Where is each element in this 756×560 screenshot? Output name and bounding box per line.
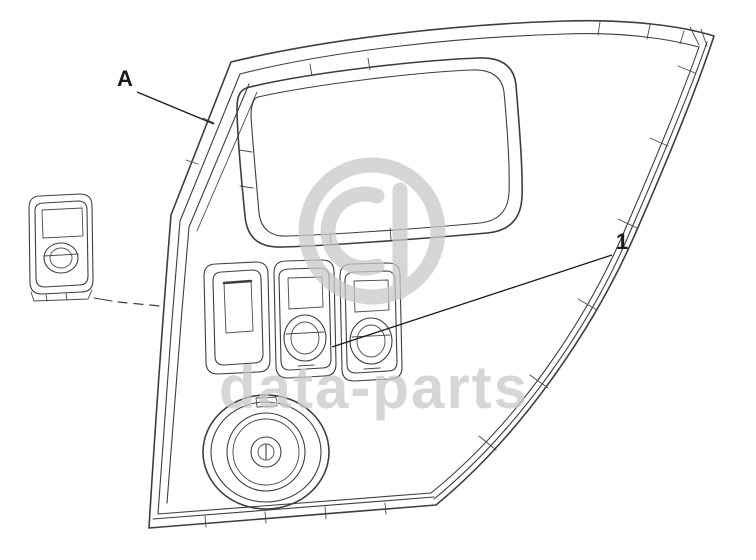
storage-opening — [236, 57, 523, 248]
diagonal-tick — [185, 159, 199, 165]
panel-bottom-inner-line — [152, 496, 435, 520]
rim-tick — [389, 227, 392, 241]
slot-recess — [223, 280, 254, 334]
callouts: A 1 — [117, 66, 628, 348]
ignition-ring — [226, 412, 306, 492]
logo-ring — [298, 157, 446, 305]
blank-switch-slot — [203, 261, 271, 375]
dashboard-side-panel — [148, 19, 715, 529]
panel-outer-edge — [148, 19, 715, 529]
ignition-top-tab — [255, 396, 278, 408]
callout-1: 1 — [331, 229, 628, 348]
opening-outer-rim — [236, 57, 523, 248]
switch-outer — [28, 193, 94, 295]
pillar-tip-facet — [689, 26, 700, 46]
panel-inner-contour — [157, 33, 700, 515]
diagonal-tick — [202, 117, 215, 124]
band-tick — [679, 30, 685, 45]
band-tick — [577, 298, 598, 311]
switch-outer — [273, 259, 337, 379]
bottom-tick — [324, 506, 327, 520]
ignition-switch — [202, 394, 330, 510]
rocker-button — [43, 242, 79, 274]
connector-dashed — [117, 301, 161, 307]
switch-inner — [34, 200, 89, 288]
rocker-button-inner — [49, 247, 73, 269]
detached-rocker-switch — [28, 193, 94, 302]
switch-bottom-notch — [363, 367, 381, 370]
band-tick — [597, 21, 601, 36]
base-tick — [65, 292, 68, 301]
band-tick — [677, 65, 696, 74]
panel-left-contour — [166, 83, 250, 504]
rim-tick — [238, 149, 253, 153]
band-tick — [529, 374, 549, 389]
key-cylinder — [250, 436, 282, 468]
switch-bottom-notch — [297, 364, 315, 367]
rim-tick — [367, 57, 371, 71]
rim-tick — [239, 185, 254, 189]
pillar-tip-facet-2 — [700, 28, 708, 47]
logo-c-shape — [320, 186, 385, 276]
rocker-pivot-line — [285, 331, 325, 335]
ignition-ring-inner — [232, 418, 300, 486]
line-art — [28, 19, 715, 529]
callout-1-label: 1 — [616, 229, 628, 254]
base-tick — [45, 293, 48, 302]
rim-tick — [309, 63, 313, 77]
ignition-bezel-outer — [202, 394, 330, 510]
key-cylinder-core — [257, 443, 275, 461]
callout-A: A — [117, 66, 215, 125]
watermark-logo-icon — [298, 157, 446, 305]
slot-inner — [212, 269, 264, 366]
band-tick — [478, 435, 497, 451]
pillar-middle-line — [433, 41, 708, 500]
rocker-button-inner — [356, 324, 386, 358]
opening-inner-rim — [250, 69, 510, 237]
switch-top-recess — [41, 207, 84, 239]
bottom-tick — [384, 502, 387, 515]
rocker-pivot-line — [351, 334, 391, 338]
band-tick — [617, 218, 638, 229]
callout-A-label: A — [117, 66, 133, 91]
callout-1-leader-line — [331, 254, 613, 348]
slot-outer — [203, 261, 271, 375]
switch-top-recess — [287, 276, 324, 310]
callout-A-leader-line — [136, 91, 215, 125]
band-tick — [646, 24, 651, 40]
ignition-bezel-inner — [210, 401, 322, 503]
rocker-pivot-line — [43, 253, 79, 257]
connector-solid — [93, 297, 113, 302]
rocker-switch-middle — [273, 259, 337, 379]
bottom-tick — [204, 515, 207, 528]
band-tick — [649, 137, 669, 147]
panel-left-contour-2 — [196, 91, 258, 232]
switch-base — [30, 289, 93, 302]
rocker-button-inner — [290, 321, 320, 355]
slot-recess-top — [222, 279, 253, 285]
watermark-text: data-parts — [219, 354, 529, 421]
bottom-tick — [264, 511, 267, 524]
connector-line — [93, 297, 161, 307]
watermark: data-parts — [219, 157, 529, 421]
rocker-button — [283, 314, 327, 362]
